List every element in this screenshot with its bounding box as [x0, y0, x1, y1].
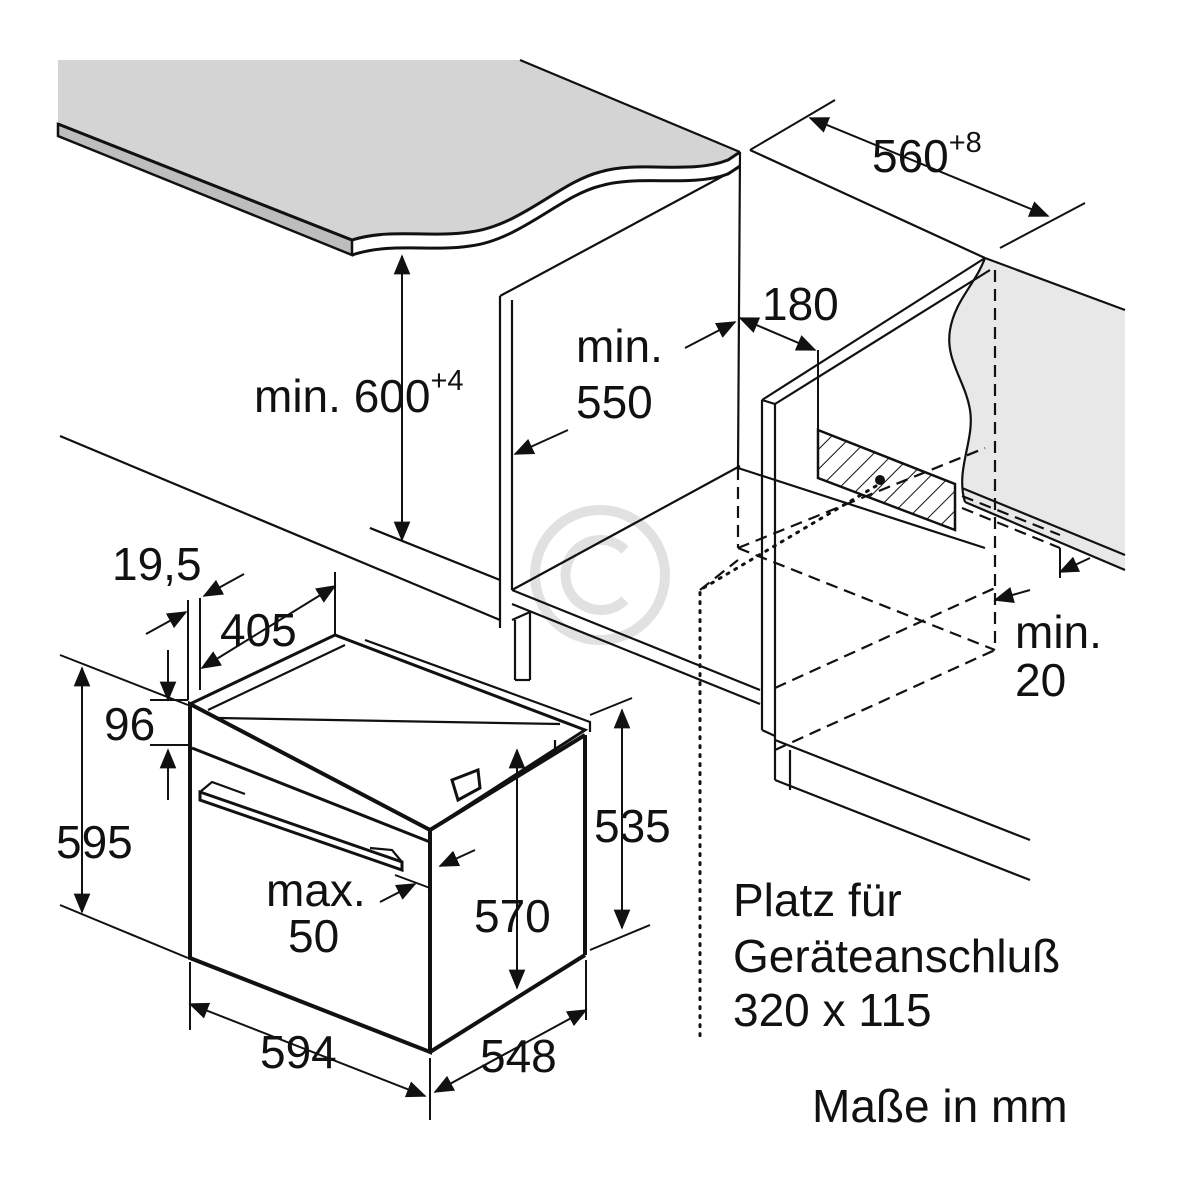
niche — [59, 151, 1061, 882]
recess-depth-label: 405 — [220, 604, 297, 656]
worktop — [56, 58, 741, 257]
hatched-connection-box-icon — [816, 350, 957, 532]
body-depth-label: 548 — [480, 1030, 557, 1082]
body-height-label: 570 — [474, 890, 551, 942]
niche-width-label: 560+8 — [872, 127, 982, 182]
units-note: Maße in mm — [812, 1080, 1068, 1132]
connection-offset-label: 180 — [762, 278, 839, 330]
connection-note-line3: 320 x 115 — [733, 984, 932, 1036]
handle-max-prefix: max. — [266, 864, 366, 916]
total-height-label: 595 — [56, 816, 133, 868]
connection-dotted-line — [698, 484, 878, 1042]
right-cabinet — [749, 149, 1126, 572]
connection-note-line2: Geräteanschluß — [733, 930, 1060, 982]
dimension-lines — [59, 99, 1091, 1120]
niche-height-label: min. 600+4 — [254, 365, 464, 422]
depth-min-prefix: min. — [576, 320, 663, 372]
rear-gap-value: 20 — [1015, 654, 1066, 706]
rear-gap-prefix: min. — [1015, 606, 1102, 658]
oven — [188, 633, 592, 1055]
depth-min-value: 550 — [576, 376, 653, 428]
total-width-label: 594 — [260, 1026, 337, 1078]
control-panel-height-label: 96 — [104, 698, 155, 750]
rear-height-label: 535 — [594, 800, 671, 852]
connection-note-line1: Platz für — [733, 874, 902, 926]
handle-depth-value: 50 — [288, 910, 339, 962]
panel-thickness-label: 19,5 — [112, 538, 202, 590]
